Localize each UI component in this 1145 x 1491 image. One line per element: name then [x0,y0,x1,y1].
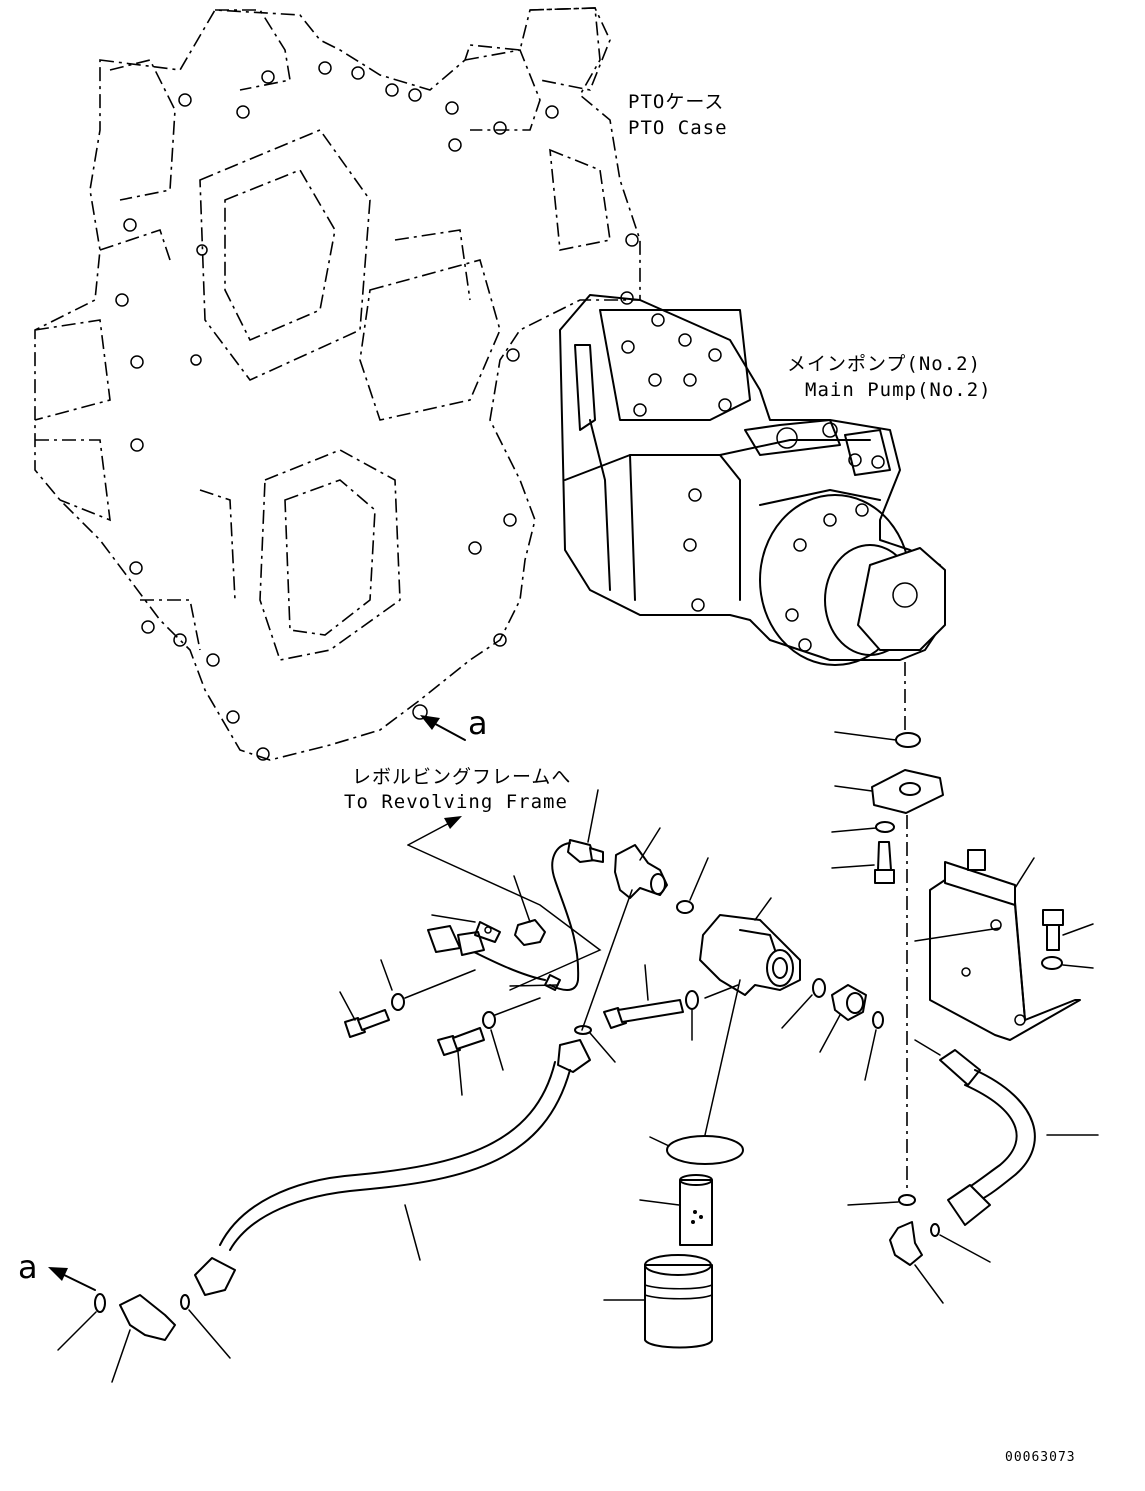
elbow-right [889,1221,944,1304]
arrow-a-bottom [48,1267,96,1291]
o-ring-elbow-left [57,1293,106,1351]
wire-harness [427,914,561,991]
bolt-center [437,1027,485,1096]
washer-bracket [1041,956,1094,970]
connector-right [819,984,867,1053]
washer-filter-head [685,990,699,1041]
filter-o-ring [649,1135,744,1165]
o-ring-elbow-right [930,1223,991,1263]
o-ring-hose-left [180,1294,231,1359]
bolt-pump [831,841,895,884]
washer-center [482,997,541,1071]
filter-element [639,1174,713,1246]
o-ring-pump-top [834,731,921,748]
pto-case-label-en: PTO Case [628,117,728,139]
flange-plate [834,769,944,814]
filter-axis-line [704,979,741,1136]
pressure-sensor [549,789,604,991]
o-ring-hose-top [574,1025,616,1063]
o-ring-pump-bottom [847,1194,916,1206]
clamp-nut [513,875,546,946]
main-pump-label-jp: メインポンプ(No.2) [787,353,981,375]
tee-centerline [581,889,633,1031]
revolving-frame-label-en: To Revolving Frame [344,791,568,813]
bolt-harness-left [339,991,390,1038]
filter-case [603,1254,713,1349]
washer-pump [831,821,895,833]
reference-a-bottom: a [18,1248,38,1286]
washer-harness-left [380,959,476,1011]
tee-fitting [614,827,668,899]
arrow-revolving-frame [407,816,602,991]
bolt-filter-head [603,964,684,1029]
main-pump-label-en: Main Pump(No.2) [805,379,992,401]
elbow-left [111,1294,176,1383]
pto-case [34,7,641,761]
hose-right [914,1039,1099,1226]
reference-a-top: a [468,704,488,742]
main-pump [559,294,946,666]
pto-case-label-jp: PTOケース [628,91,724,113]
arrow-a-top [420,715,466,741]
mounting-bracket [914,849,1081,1041]
o-ring-connector [781,978,826,1029]
revolving-frame-label-jp: レボルビングフレームへ [352,766,571,788]
filter-head [699,897,801,999]
o-ring-connector-small [864,1011,884,1081]
pto-case-bolts [115,61,639,761]
bolt-bracket [1042,909,1094,951]
hose-left [194,1039,591,1296]
drawing-number: 00063073 [1005,1450,1076,1465]
o-ring-filter-head [676,857,709,914]
